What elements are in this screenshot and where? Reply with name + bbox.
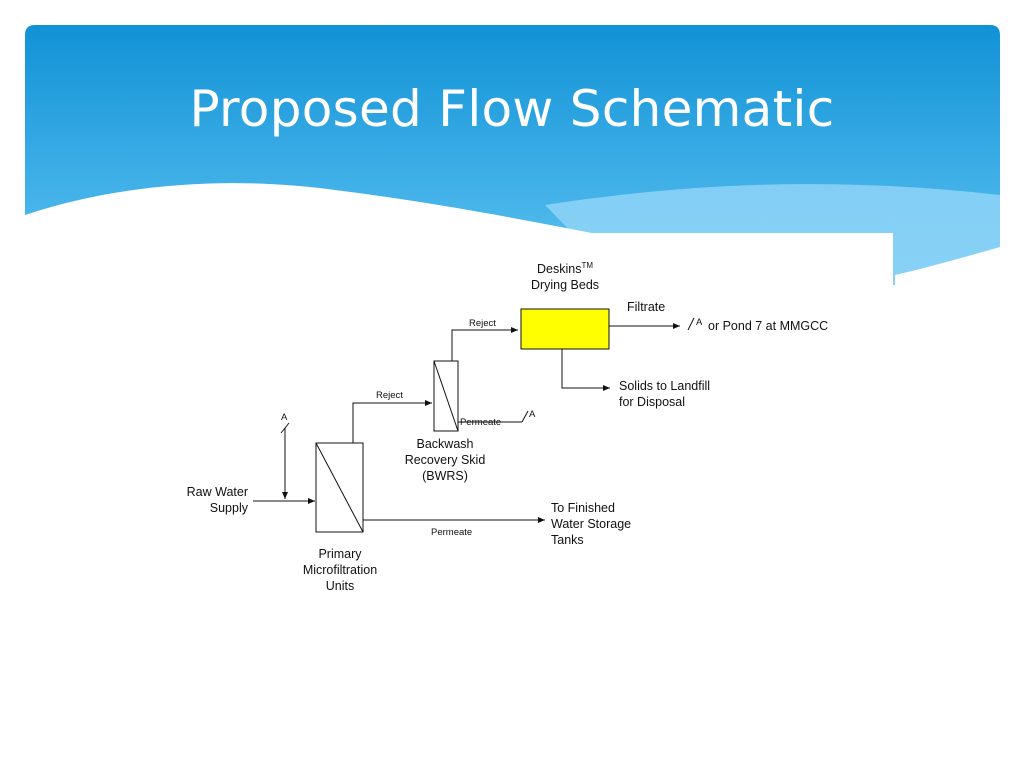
slide-title: Proposed Flow Schematic <box>189 80 835 138</box>
bwrs-permeate-slash <box>521 410 529 423</box>
flow-schematic-panel: Raw Water Supply A Primary Microfiltrati… <box>150 233 893 623</box>
primary-unit-membrane <box>315 442 364 533</box>
reject-label-1: Reject <box>376 390 403 401</box>
filtrate-slash <box>687 317 695 331</box>
bwrs-membrane <box>433 360 459 432</box>
drying-beds-box <box>520 308 610 350</box>
raw-water-label: Raw Water Supply <box>186 485 248 515</box>
solids-line <box>561 349 610 391</box>
drying-beds-label: DeskinsTM Drying Beds <box>530 261 600 293</box>
flow-schematic-lines <box>253 308 695 533</box>
permeate-label-bwrs: Permeate <box>460 417 502 428</box>
primary-units-label: Primary Microfiltration Units <box>302 547 378 593</box>
filtrate-destination: or Pond 7 at MMGCC <box>708 319 829 333</box>
recycle-a-slash <box>280 422 290 434</box>
finished-water-destination: To Finished Water Storage Tanks <box>551 501 632 547</box>
reject-to-beds-line <box>451 327 518 361</box>
filtrate-marker: A <box>696 317 703 328</box>
reject-to-bwrs-line <box>352 400 432 443</box>
filtrate-label: Filtrate <box>627 300 666 314</box>
solids-destination: Solids to Landfill for Disposal <box>619 379 711 409</box>
recycle-a-marker: A <box>281 412 288 423</box>
reject-label-2: Reject <box>469 318 496 329</box>
bwrs-label: Backwash Recovery Skid (BWRS) <box>404 437 486 483</box>
permeate-label-main: Permeate <box>431 527 473 538</box>
bwrs-permeate-marker: A <box>529 409 536 420</box>
